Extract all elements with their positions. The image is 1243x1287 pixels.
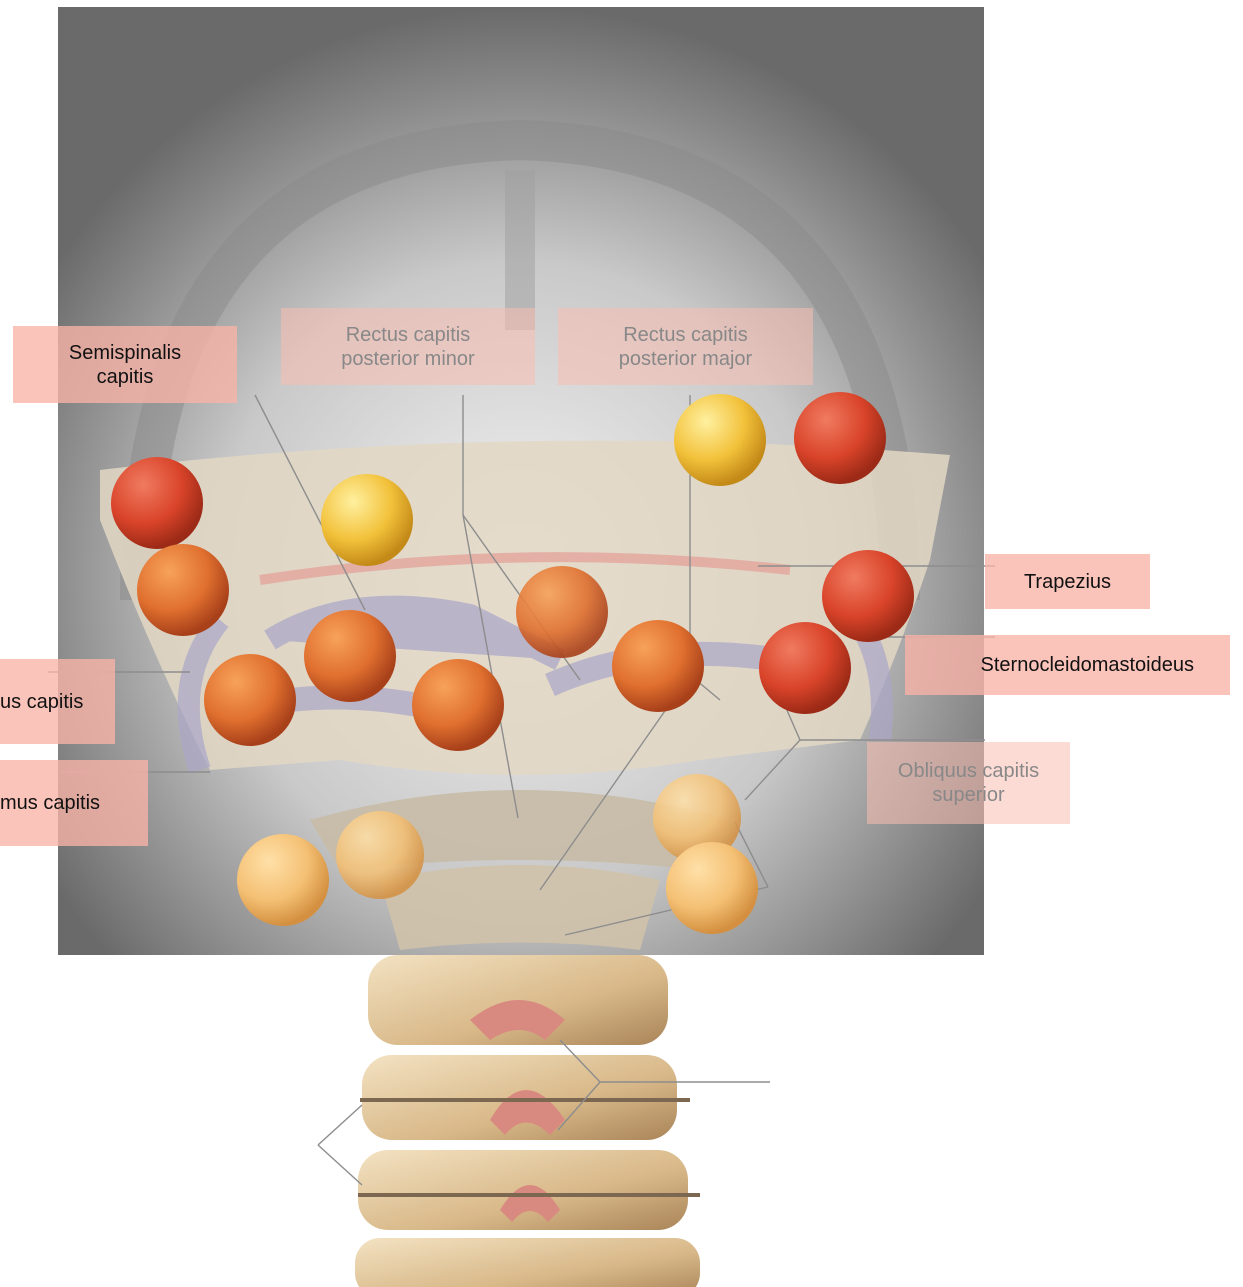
label-obliquus-capitis-superior: Obliquus capitis superior [867,742,1070,824]
marker-red-2 [111,457,203,549]
marker-pale-2 [237,834,329,926]
marker-pale-1 [336,811,424,899]
marker-red-1 [794,392,886,484]
marker-orange-6 [412,659,504,751]
cervical-spine [355,955,700,1287]
axis-vertebra [380,865,660,950]
marker-red-3 [822,550,914,642]
marker-orange-3 [304,610,396,702]
label-left-cut-2: mus capitis [0,760,148,846]
label-rectus-capitis-posterior-major: Rectus capitis posterior major [558,308,813,385]
marker-orange-5 [204,654,296,746]
marker-yellow-1 [674,394,766,486]
marker-orange-4 [612,620,704,712]
marker-pale-4 [666,842,758,934]
label-semispinalis-capitis: Semispinalis capitis [13,326,237,403]
marker-yellow-2 [321,474,413,566]
marker-orange-1 [137,544,229,636]
marker-orange-2 [516,566,608,658]
label-rectus-capitis-posterior-minor: Rectus capitis posterior minor [281,308,535,385]
label-left-cut-1: us capitis [0,659,115,744]
marker-red-4 [759,622,851,714]
label-trapezius: Trapezius [985,554,1150,609]
label-sternocleidomastoideus: Sternocleidomastoideus [905,635,1230,695]
